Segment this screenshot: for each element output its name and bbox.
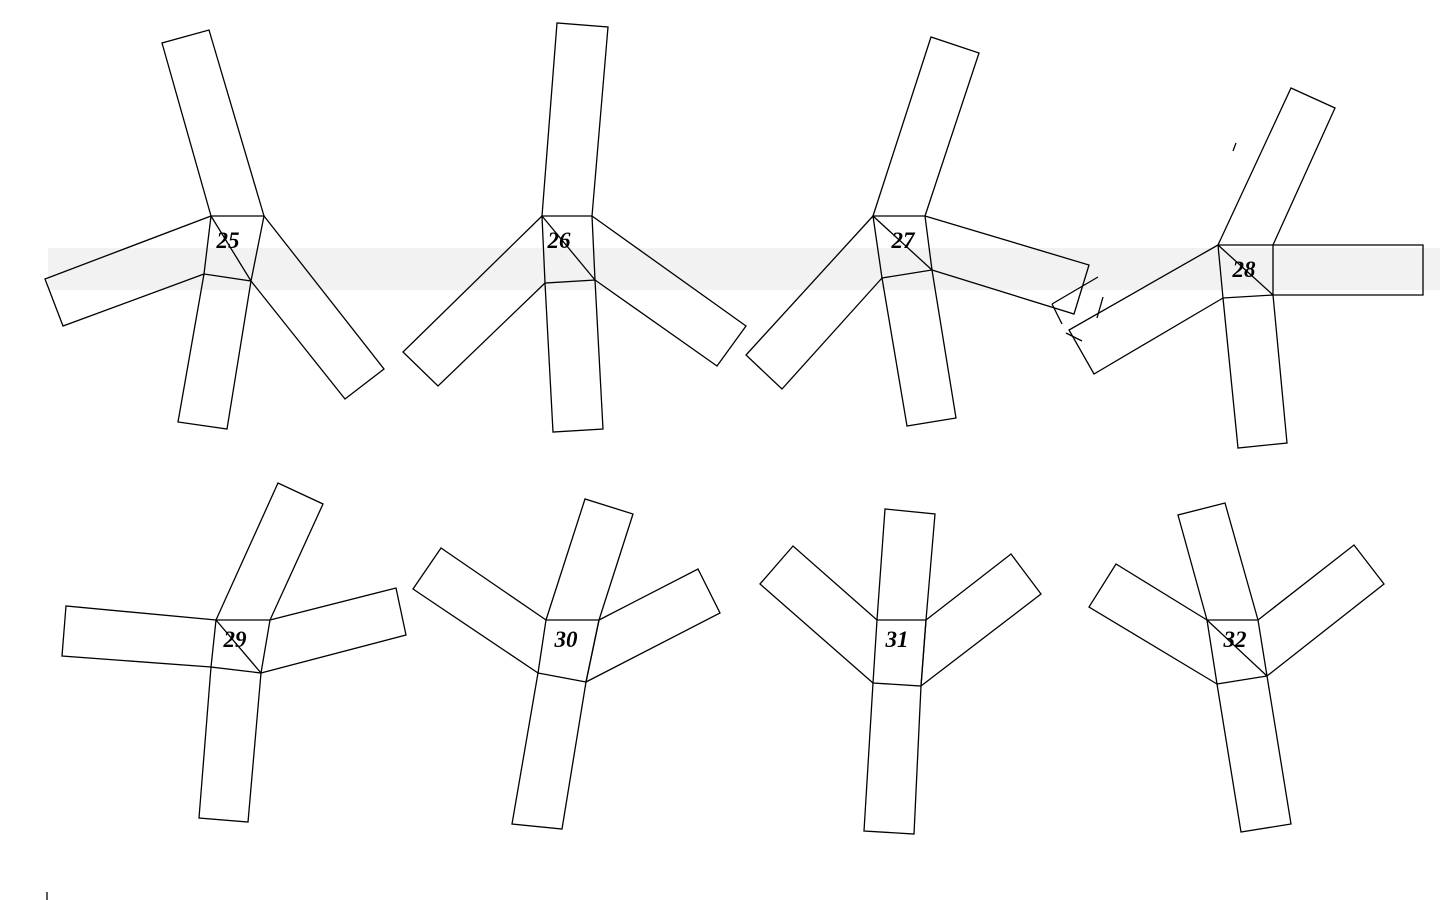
figure-label: 27 <box>891 228 917 253</box>
figure-label: 28 <box>1232 257 1257 282</box>
stray-mark <box>1232 142 1237 152</box>
arm-left <box>759 545 878 684</box>
figure-label: 26 <box>547 228 572 253</box>
arm-top <box>215 482 324 621</box>
arm-bottom <box>1222 294 1288 449</box>
figure-label: 31 <box>885 627 909 652</box>
arm-bottom <box>881 269 957 427</box>
center-diagonal <box>872 215 933 271</box>
figure-label: 25 <box>216 228 240 253</box>
arm-left <box>1068 244 1224 375</box>
arm-right <box>591 215 747 367</box>
arm-top <box>541 22 609 217</box>
arm-bottom <box>863 682 922 835</box>
arm-top <box>545 498 634 621</box>
center-diagonal <box>541 215 596 281</box>
figure-30: 30 <box>412 498 721 830</box>
arm-left <box>61 605 217 668</box>
arm-right <box>1257 544 1385 677</box>
scan-artifacts <box>48 248 1440 290</box>
arm-left <box>44 215 212 327</box>
arm-bottom <box>177 273 252 430</box>
center-diagonal <box>585 619 600 683</box>
arm-left <box>745 215 883 390</box>
arm-bottom <box>198 666 262 823</box>
center-diagonal <box>1217 244 1274 296</box>
figure-26: 26 <box>402 22 747 433</box>
arm-left <box>412 547 547 674</box>
figure-label: 29 <box>223 627 248 652</box>
arm-left <box>1088 563 1218 685</box>
figure-32: 32 <box>1088 502 1385 833</box>
arm-right <box>260 587 407 674</box>
figure-label: 30 <box>554 627 579 652</box>
arm-top <box>872 36 980 217</box>
figure-28: 28 <box>1068 87 1424 449</box>
arm-right <box>924 215 1090 315</box>
figure-29: 29 <box>61 482 407 823</box>
center-diagonal <box>1206 619 1268 677</box>
arm-right <box>250 215 385 400</box>
center-diagonal <box>210 215 252 282</box>
arm-left <box>402 215 546 387</box>
arm-right <box>585 568 721 683</box>
hatch-marks <box>1051 276 1104 342</box>
arm-top <box>876 508 936 621</box>
arm-bottom <box>1216 675 1292 833</box>
arm-top <box>1217 87 1336 246</box>
arm-bottom <box>544 279 604 433</box>
figure-27: 27 <box>745 36 1104 427</box>
arm-right <box>920 553 1042 687</box>
figure-31: 31 <box>759 508 1042 835</box>
arm-top <box>1177 502 1259 621</box>
figure-label: 32 <box>1223 627 1247 652</box>
figure-25: 25 <box>44 29 385 430</box>
arm-right <box>1273 244 1424 296</box>
center-diagonal <box>215 619 262 674</box>
center-diagonal <box>920 619 927 687</box>
arm-top <box>161 29 265 217</box>
arm-bottom <box>511 672 587 830</box>
